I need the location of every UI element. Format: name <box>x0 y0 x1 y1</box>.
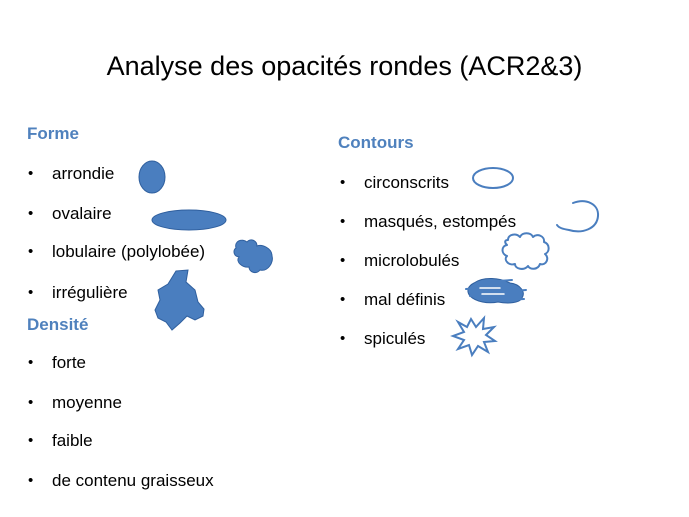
bullet: • <box>340 291 346 308</box>
bullet: • <box>28 472 34 489</box>
densite-heading: Densité <box>27 315 89 334</box>
oval-shape-icon <box>151 209 227 231</box>
densite-item-faible: faible <box>52 431 93 450</box>
bullet: • <box>28 354 34 371</box>
contours-item-mal-definis: mal définis <box>364 290 446 309</box>
contours-item-circonscrits: circonscrits <box>364 173 450 192</box>
bullet: • <box>28 165 34 182</box>
bullet: • <box>340 252 346 269</box>
slide-title: Analyse des opacités rondes (ACR2&3) <box>106 51 583 81</box>
bullet: • <box>28 284 34 301</box>
contours-heading: Contours <box>338 133 414 152</box>
bullet: • <box>28 432 34 449</box>
spiculated-contour-icon <box>450 315 498 358</box>
bullet: • <box>340 330 346 347</box>
round-shape-icon <box>138 160 166 194</box>
forme-heading: Forme <box>27 124 79 143</box>
forme-item-lobulaire: lobulaire (polylobée) <box>52 242 206 261</box>
ill-defined-contour-icon <box>465 278 527 304</box>
contours-item-spicules: spiculés <box>364 329 426 348</box>
densite-item-moyenne: moyenne <box>52 393 122 412</box>
contours-item-microlobules: microlobulés <box>364 251 460 270</box>
bullet: • <box>28 205 34 222</box>
contours-item-masques: masqués, estompés <box>364 212 517 231</box>
forme-item-irreguliere: irrégulière <box>52 283 128 302</box>
densite-item-forte: forte <box>52 353 87 372</box>
bullet: • <box>28 394 34 411</box>
forme-item-ovalaire: ovalaire <box>52 204 112 223</box>
microlobulated-contour-icon <box>501 232 550 270</box>
forme-item-arrondie: arrondie <box>52 164 115 183</box>
bullet: • <box>340 213 346 230</box>
circumscribed-contour-icon <box>472 167 514 189</box>
densite-item-graisseux: de contenu graisseux <box>52 471 214 490</box>
obscured-contour-icon <box>556 200 600 233</box>
lobulated-shape-icon <box>233 239 273 274</box>
bullet: • <box>340 174 346 191</box>
bullet: • <box>28 243 34 260</box>
irregular-shape-icon <box>154 269 205 331</box>
